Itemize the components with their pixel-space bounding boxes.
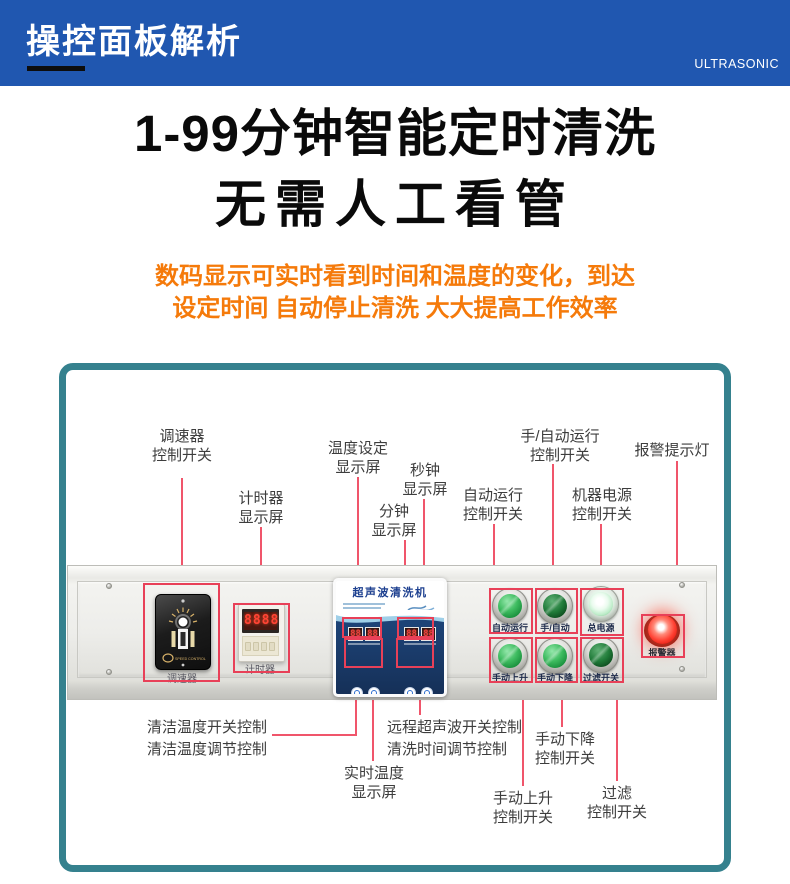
callout-box-temp-displays [342, 617, 382, 638]
filter-switch-button [583, 637, 619, 673]
callout-second-display: 秒钟 显示屏 [402, 462, 448, 498]
hero-subtitle-line2: 设定时间 自动停止清洗 大大提高工作效率 [172, 295, 618, 322]
manual-down-button [537, 638, 573, 674]
temp-adjust-button-icon [368, 687, 380, 694]
fine-print-bar [343, 603, 385, 605]
timer-module: 8888 [238, 604, 285, 662]
callout-filter-switch: 过滤 控制开关 [586, 785, 647, 821]
callout-line [616, 683, 618, 781]
callout-auto-run-switch: 自动运行 控制开关 [462, 487, 523, 523]
callout-line [676, 461, 678, 615]
timer-key [269, 642, 275, 651]
timer-label: 计时器 [245, 665, 275, 676]
callout-box-auto-run [489, 588, 533, 634]
alarm-button [648, 615, 677, 644]
callout-temp-setting-display: 温度设定 显示屏 [327, 440, 388, 476]
callout-timer-display: 计时器 显示屏 [238, 490, 284, 526]
callout-minute-display: 分钟 显示屏 [371, 503, 417, 539]
auto-run-button-label: 自动运行 [491, 623, 528, 633]
hero-subtitle-line1: 数码显示可实时看到时间和温度的变化，到达 [155, 263, 635, 290]
callout-box-time-displays [397, 617, 434, 638]
callout-manual-up-switch: 手动上升 控制开关 [492, 790, 553, 826]
hero-title-line2: 无需人工看管 [214, 176, 575, 233]
alarm-button-label: 报警器 [648, 648, 676, 658]
callout-box-timer [233, 603, 290, 673]
manual-auto-button-label: 手/自动 [540, 623, 570, 633]
callout-manual-down-switch: 手动下降 控制开关 [534, 731, 595, 767]
callout-line [522, 683, 524, 786]
callout-line [600, 524, 602, 588]
callout-line [181, 478, 183, 583]
timer-led-digits: 8888 [244, 612, 280, 630]
brand-text: ULTRASONIC [694, 57, 779, 71]
screw-icon [106, 583, 112, 589]
timer-key [253, 642, 259, 651]
manual-up-button-label: 手动上升 [491, 673, 528, 683]
callout-line [552, 464, 554, 588]
callout-box-manual-auto [535, 588, 578, 634]
screw-icon [679, 582, 685, 588]
callout-box-speed-controller [143, 583, 220, 682]
callout-manual-auto-switch: 手/自动运行 控制开关 [520, 428, 600, 464]
timer-keypad [242, 636, 279, 656]
callout-box-temp-buttons [344, 638, 383, 668]
manual-auto-button [537, 588, 573, 624]
callout-line [272, 734, 357, 736]
callout-speed-controller: 调速器 控制开关 [151, 428, 212, 464]
temp-switch-button-icon [351, 687, 363, 694]
speed-controller-knob: SPEED CONTROL [155, 594, 211, 670]
callout-alarm-light: 报警提示灯 [634, 442, 710, 459]
wave-graphic [336, 610, 444, 626]
callout-line [357, 477, 359, 618]
callout-box-manual-up [489, 637, 533, 683]
filter-switch-button-label: 过滤开关 [582, 673, 619, 683]
speed-controller-brand: SPEED CONTROL [175, 657, 206, 661]
display-panel-title: 超声波清洗机 [352, 587, 428, 599]
fine-print-bar [404, 643, 436, 645]
timer-key [261, 642, 267, 651]
ultrasonic-switch-button-icon [404, 687, 416, 694]
hero-title-line1: 1-99分钟智能定时清洗 [133, 105, 657, 162]
callout-box-main-power [580, 588, 624, 636]
time-adjust-button-icon [421, 687, 433, 694]
speed-controller-label: 调速器 [167, 674, 197, 685]
fine-print-bar [348, 643, 380, 645]
callout-remote-ultrasonic-control: 远程超声波开关控制 清洗时间调节控制 [387, 719, 523, 758]
callout-line [423, 499, 425, 618]
header-title: 操控面板解析 [26, 23, 242, 61]
callout-machine-power-switch: 机器电源 控制开关 [571, 487, 632, 523]
callout-realtime-temp-display: 实时温度 显示屏 [343, 765, 404, 801]
speed-controller-graphic: SPEED CONTROL [162, 599, 206, 667]
header-banner: 操控面板解析 ULTRASONIC [0, 0, 790, 86]
callout-line [561, 683, 563, 727]
timer-key [245, 642, 251, 651]
callout-box-alarm [641, 614, 685, 658]
callout-line [372, 668, 374, 761]
callout-box-time-buttons [396, 638, 434, 668]
callout-box-filter [580, 637, 624, 683]
fine-print-bar [343, 607, 381, 609]
manual-down-button-label: 手动下降 [536, 673, 573, 683]
screw-icon [106, 669, 112, 675]
main-power-button-label: 总电源 [587, 623, 615, 633]
callout-line [493, 524, 495, 588]
callout-clean-temp-control: 清洁温度开关控制 清洁温度调节控制 [147, 719, 268, 758]
callout-box-manual-down [535, 637, 578, 683]
screw-icon [679, 666, 685, 672]
callout-line [355, 668, 357, 736]
header-underline [27, 66, 85, 71]
main-power-button [583, 586, 619, 622]
timer-bezel: 8888 [242, 609, 279, 633]
